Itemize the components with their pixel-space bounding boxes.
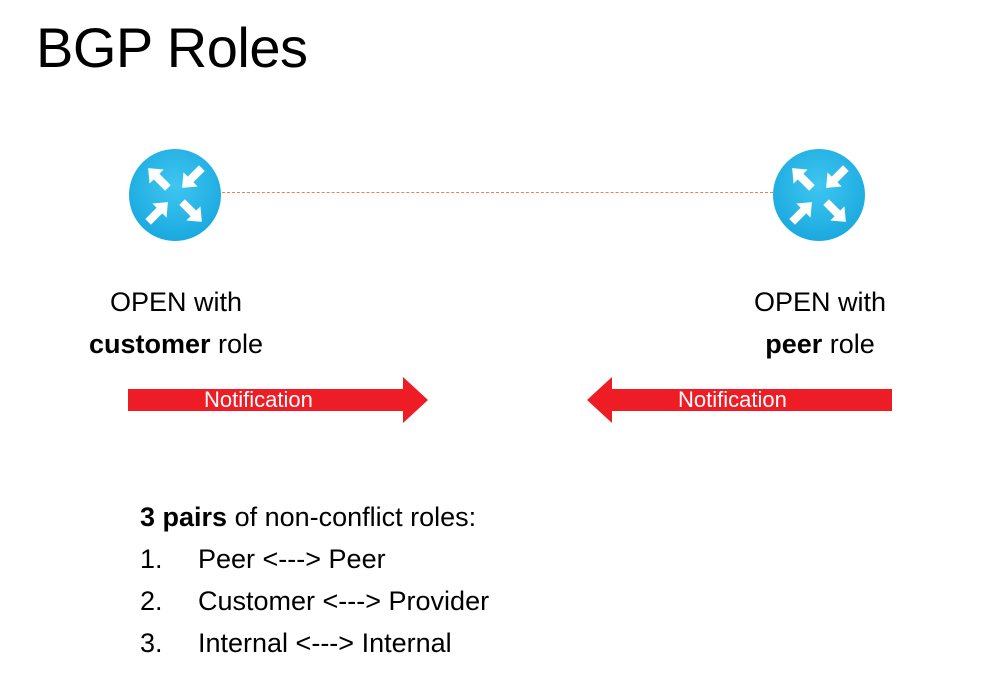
list-item-number: 1. (140, 544, 163, 574)
list-item-text: Internal <---> Internal (198, 628, 452, 658)
left-notification-arrow: Notification (128, 377, 428, 423)
list-item: 3. Internal <---> Internal (140, 622, 489, 664)
right-notification-label: Notification (678, 387, 787, 412)
right-open-line1: OPEN with (753, 287, 887, 317)
pairs-heading: 3 pairs of non-conflict roles: (140, 496, 489, 538)
right-open-label: OPEN with peer role (710, 281, 930, 365)
list-item: 1. Peer <---> Peer (140, 538, 489, 580)
right-open-line2: peer role (710, 323, 930, 365)
right-router-icon (771, 147, 867, 243)
list-item-number: 2. (140, 586, 163, 616)
list-item-number: 3. (140, 628, 163, 658)
role-pairs-list: 3 pairs of non-conflict roles: 1. Peer <… (140, 496, 489, 664)
right-role-suffix: role (822, 329, 875, 359)
left-role-suffix: role (210, 329, 264, 359)
right-role-name: peer (765, 329, 823, 359)
left-role-name: customer (88, 329, 211, 359)
pairs-heading-rest: of non-conflict roles: (227, 502, 477, 532)
pairs-count: 3 pairs (140, 502, 228, 532)
right-notification-arrow: Notification (587, 377, 892, 423)
left-notification-label: Notification (204, 387, 313, 412)
list-item: 2. Customer <---> Provider (140, 580, 489, 622)
left-open-line1: OPEN with (109, 287, 243, 317)
left-open-label: OPEN with customer role (66, 281, 286, 365)
left-router-icon (127, 147, 223, 243)
dashed-link-line (222, 192, 773, 193)
list-item-text: Peer <---> Peer (198, 544, 386, 574)
list-item-text: Customer <---> Provider (198, 586, 490, 616)
left-open-line2: customer role (66, 323, 286, 365)
slide-title: BGP Roles (36, 16, 308, 79)
